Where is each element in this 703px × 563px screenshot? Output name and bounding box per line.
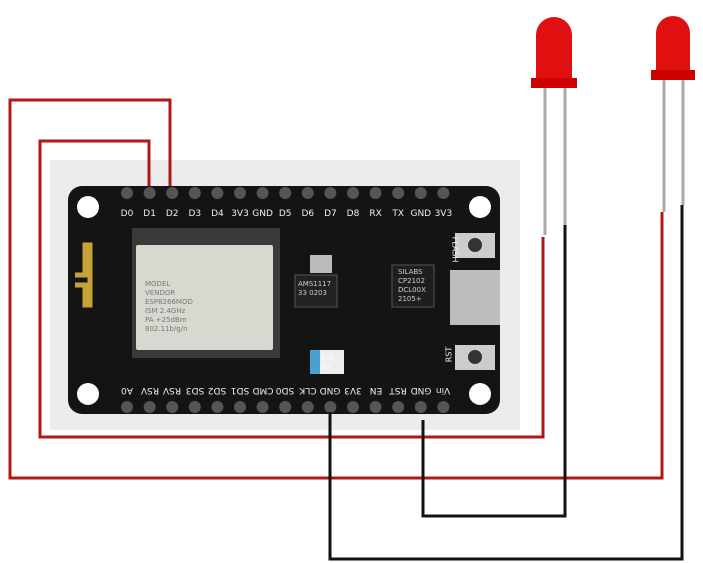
header-pin (324, 401, 337, 413)
header-pin (414, 401, 427, 413)
header-pin (143, 401, 156, 413)
header-pin (188, 187, 201, 199)
mount-hole (77, 383, 99, 405)
header-pin (369, 401, 382, 413)
pin-label: 3V3 (231, 209, 249, 219)
pin-label: GND (252, 209, 273, 219)
header-pin (347, 401, 359, 413)
red-wire-d2-led2 (8, 98, 664, 480)
header-pin (301, 187, 314, 199)
esp8266-module (136, 245, 273, 350)
pin-label: 3V3 (434, 209, 453, 219)
header-pin (347, 187, 359, 199)
pin-label: D5 (278, 209, 292, 219)
pin-label: TX (392, 209, 405, 219)
pin-label: SD3 (185, 385, 204, 395)
pin-label: D4 (211, 209, 224, 219)
header-pin (392, 401, 405, 413)
led-1 (531, 17, 577, 235)
pin-label: D3 (188, 209, 202, 219)
red-wire-d1-led1 (38, 139, 545, 439)
pin-label: RSV (140, 385, 159, 395)
header-pin (369, 187, 382, 199)
pin-label: CLK (299, 385, 317, 395)
header-pin (437, 401, 450, 413)
pin-label: SD2 (208, 385, 227, 395)
pin-label: RX (369, 209, 382, 219)
regulator (294, 274, 338, 308)
black-wire-gnd-led2 (328, 205, 684, 561)
led-2 (651, 16, 695, 212)
pin-label: RSV (163, 385, 182, 395)
header-pin (166, 187, 179, 199)
header-pin (256, 401, 269, 413)
pin-label: D0 (120, 209, 134, 219)
mount-hole (469, 196, 491, 218)
header-pins (121, 187, 450, 413)
pin-label: RST (389, 385, 407, 395)
header-pin (279, 401, 292, 413)
header-pin (414, 187, 427, 199)
header-pin (301, 401, 314, 413)
pin-label: D7 (324, 209, 337, 219)
pin-label: GND (320, 385, 341, 395)
pin-label: D2 (165, 209, 179, 219)
pin-label: A0 (121, 385, 133, 395)
antenna-trace (75, 242, 93, 308)
header-pin (121, 187, 133, 199)
usb-chip (391, 264, 435, 308)
pin-label: D8 (346, 209, 360, 219)
pin-label: SD0 (276, 385, 295, 395)
regulator-tab (310, 255, 332, 273)
flash-label: FLASH (450, 236, 460, 263)
mount-hole (469, 383, 491, 405)
pin-label: GND (410, 385, 432, 395)
black-wire-gnd-led1 (421, 225, 567, 518)
pin-label: 3V3 (344, 385, 362, 395)
mount-hole (77, 196, 99, 218)
micro-usb-port (450, 270, 500, 325)
header-pin (211, 401, 224, 413)
header-pin (234, 401, 246, 413)
header-pin (188, 401, 201, 413)
pin-label: D1 (143, 209, 156, 219)
header-pin (279, 187, 292, 199)
header-pin (234, 187, 246, 199)
header-pin (324, 187, 337, 199)
header-pin (166, 401, 179, 413)
header-pin (437, 187, 450, 199)
header-pin (256, 187, 269, 199)
pin-label: GND (410, 209, 432, 219)
header-pin (143, 187, 156, 199)
header-pin (211, 187, 224, 199)
rst-label: RST (444, 346, 454, 363)
pin-label: CMD (252, 385, 274, 395)
pin-label: SD1 (230, 385, 250, 395)
pin-label: D6 (301, 209, 315, 219)
header-pin (392, 187, 405, 199)
pin-label: EN (369, 385, 382, 395)
pin-label: Vin (436, 385, 451, 395)
header-pin (121, 401, 133, 413)
